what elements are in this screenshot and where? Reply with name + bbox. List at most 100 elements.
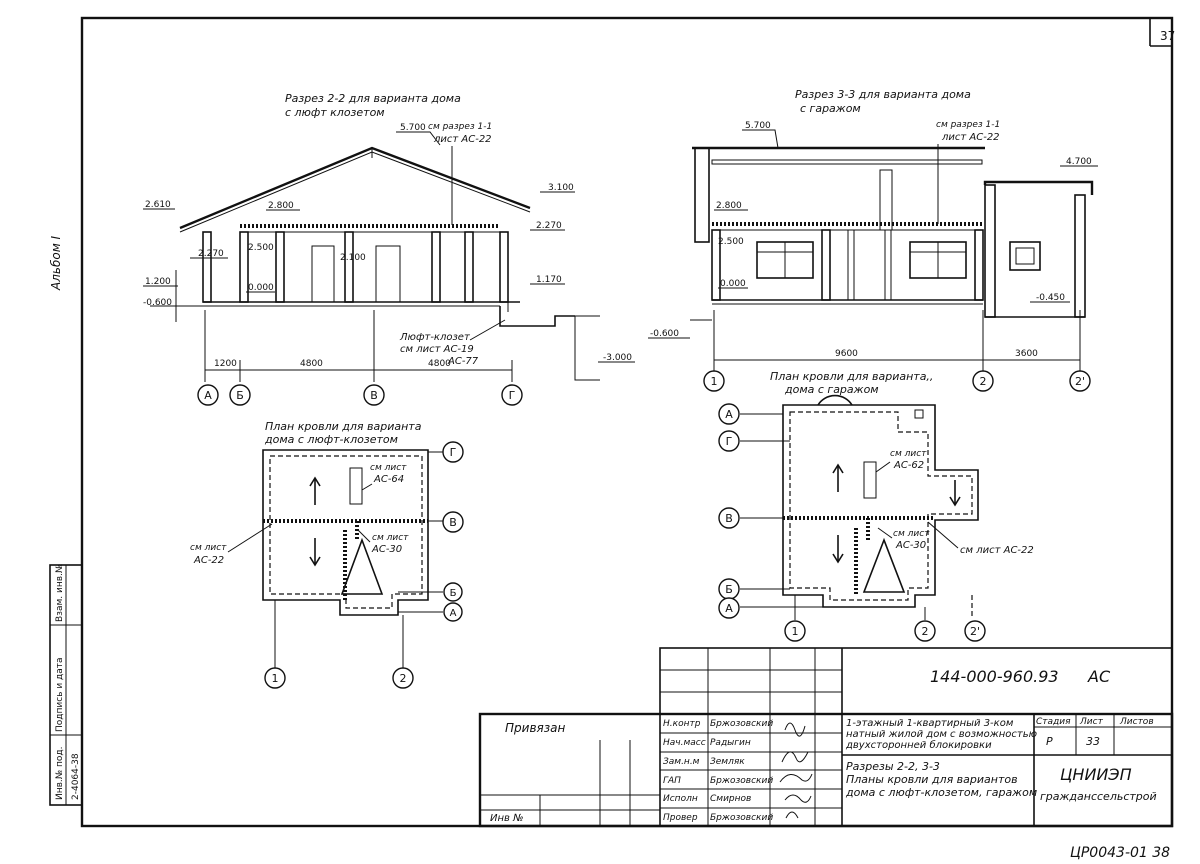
elev-33-floor: 0.000	[720, 279, 746, 289]
dim-22-3: 4800	[428, 359, 451, 369]
plan-garage-ref1-2: АС-62	[893, 460, 924, 471]
role-0: Н.контр	[663, 719, 701, 729]
plan-closet-ref1-1: см лист	[370, 463, 407, 473]
stamp-podpis: Подпись и дата	[55, 657, 65, 732]
axis-plan-garage-a: А	[725, 408, 733, 421]
dim-22-1: 1200	[214, 359, 237, 369]
ref-22-line1: см разрез 1-1	[428, 122, 492, 132]
elev-22-floor: 0.000	[248, 283, 274, 293]
axis-plan-garage-1: 1	[792, 625, 799, 638]
axis-plan-closet-b: Б	[450, 588, 457, 599]
axis-plan-closet-g: Г	[450, 446, 457, 459]
name-4: Смирнов	[710, 794, 751, 804]
plan-garage-title-1: План кровли для варианта,,	[770, 370, 933, 383]
elev-22-ceiling: 2.800	[268, 201, 294, 211]
plan-closet-ref3-1: см лист	[190, 543, 227, 553]
elev-33-window-top: 2.500	[718, 237, 744, 247]
plan-closet-ref3-2: АС-22	[193, 555, 224, 566]
axis-33-1: 1	[711, 375, 718, 388]
axis-plan-closet-v: В	[449, 516, 457, 529]
ref-33-line1: см разрез 1-1	[936, 120, 1000, 130]
dim-33-1: 9600	[835, 349, 858, 359]
role-5: Провер	[663, 813, 698, 823]
axis-22-g: Г	[509, 389, 516, 402]
elev-33-ridge: 5.700	[745, 121, 771, 131]
axis-plan-closet-2: 2	[400, 672, 407, 685]
stamp-vzam: Взам. инв.№	[55, 564, 65, 622]
plan-garage-ref2-1: см лист	[893, 529, 930, 539]
sheet-label: Лист	[1079, 717, 1104, 727]
closet-ref-3: АС-77	[447, 356, 479, 367]
plan-closet-ref2-2: АС-30	[371, 544, 402, 555]
role-3: ГАП	[663, 776, 681, 786]
plan-garage-ref2-2: АС-30	[895, 540, 926, 551]
sheet-line-1: Разрезы 2-2, 3-3	[846, 760, 940, 773]
axis-plan-garage-2p: 2'	[970, 625, 980, 638]
plan-garage-title-2: дома с гаражом	[784, 383, 879, 396]
axis-plan-garage-v: В	[725, 512, 733, 525]
sheet-line-2: Планы кровли для вариантов	[846, 773, 1018, 786]
axis-plan-closet-1: 1	[272, 672, 279, 685]
elev-22-door: 2.100	[340, 253, 366, 263]
elev-33-garage: 4.700	[1066, 157, 1092, 167]
org-name-1: ЦНИИЭП	[1060, 765, 1132, 784]
top-sheet-number: 37	[1160, 29, 1175, 43]
elev-22-right-low: 1.170	[536, 275, 562, 285]
sheet-frame	[80, 16, 1174, 828]
footer-code: ЦР0043-01 38	[1070, 845, 1170, 861]
plan-closet-ref2-1: см лист	[372, 533, 409, 543]
elev-22-left-eave: 2.610	[145, 200, 171, 210]
axis-33-2p: 2'	[1075, 375, 1085, 388]
axis-22-b: Б	[236, 389, 244, 402]
elev-33-ground: -0.600	[650, 329, 679, 339]
elev-22-pit: -3.000	[603, 353, 632, 363]
elev-33-ceiling: 2.800	[716, 201, 742, 211]
name-0: Бржозовский	[710, 719, 773, 729]
axis-22-a: А	[204, 389, 212, 402]
axis-plan-garage-2: 2	[922, 625, 929, 638]
axis-plan-garage-g: Г	[726, 435, 733, 448]
elev-33-garage-floor: -0.450	[1036, 293, 1065, 303]
dim-33-2: 3600	[1015, 349, 1038, 359]
section-22-title-1: Разрез 2-2 для варианта дома	[285, 92, 461, 105]
ref-33-line2: лист АС-22	[941, 132, 1000, 143]
doc-code: 144-000-960.93	[930, 667, 1059, 686]
axis-plan-closet-a: А	[450, 608, 457, 619]
stage-value: Р	[1046, 735, 1053, 748]
elev-22-ground: -0.600	[143, 298, 172, 308]
sheets-label: Листов	[1119, 717, 1154, 727]
closet-ref-1: Люфт-клозет	[399, 332, 471, 343]
section-2-2: Разрез 2-2 для варианта дома с люфт клоз…	[143, 92, 635, 406]
stamp-inv-value: 2-4064-38	[71, 753, 81, 800]
project-line-2: натный жилой дом с возможностью	[846, 729, 1037, 740]
section-33-title-2: с гаражом	[800, 102, 861, 115]
plan-garage-ref3: см лист АС-22	[960, 545, 1034, 556]
axis-plan-garage-a2: А	[725, 602, 733, 615]
plan-closet-title-1: План кровли для варианта	[265, 420, 422, 433]
elev-22-right-eave: 3.100	[548, 183, 574, 193]
org-name-2: гражданссельстрой	[1040, 790, 1157, 803]
album-label: Альбом I	[49, 235, 63, 291]
sheet-line-3: дома с люфт-клозетом, гаражом	[845, 786, 1037, 799]
section-22-title-2: с люфт клозетом	[285, 106, 385, 119]
name-1: Радыгин	[710, 738, 751, 748]
role-1: Нач.масс	[663, 738, 706, 748]
dim-22-2: 4800	[300, 359, 323, 369]
elev-22-right-wall: 2.270	[536, 221, 562, 231]
name-3: Бржозовский	[710, 776, 773, 786]
closet-ref-2: см лист АС-19	[400, 344, 474, 355]
elev-22-plinth: 1.200	[145, 277, 171, 287]
project-line-3: двухсторонней блокировки	[845, 739, 992, 751]
stage-label: Стадия	[1036, 717, 1071, 727]
sheet-value: 33	[1086, 735, 1100, 748]
elev-22-ridge: 5.700	[400, 123, 426, 133]
doc-code-suffix: АС	[1087, 667, 1111, 686]
inv-no-label: Инв №	[490, 813, 524, 824]
name-5: Бржозовский	[710, 813, 773, 823]
name-2: Земляк	[710, 757, 745, 767]
plan-closet-ref1-2: АС-64	[373, 474, 404, 485]
roof-plan-garage: План кровли для варианта,, дома с гаражо…	[718, 370, 1034, 642]
privyazan-label: Привязан	[505, 721, 565, 735]
project-line-1: 1-этажный 1-квартирный 3-ком	[846, 718, 1014, 729]
